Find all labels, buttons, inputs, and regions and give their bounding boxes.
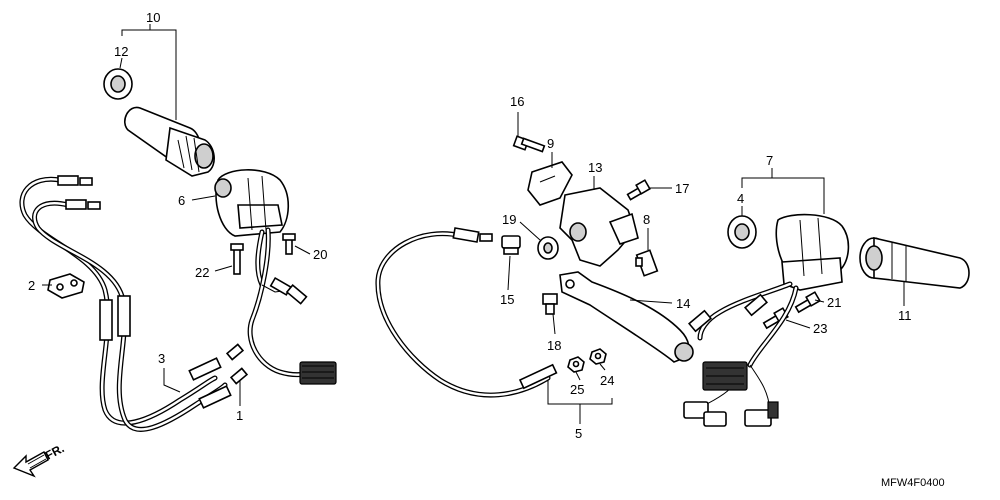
- cable-adjuster-nut: [501, 235, 521, 255]
- connector: [285, 284, 308, 305]
- callout-6: 6: [178, 193, 185, 208]
- pivot-bolt: [542, 293, 558, 315]
- cable-sleeve: [99, 299, 113, 341]
- callout-23: 23: [813, 321, 827, 336]
- nut: [589, 348, 607, 365]
- callout-14: 14: [676, 296, 690, 311]
- clutch-lever: [559, 271, 694, 363]
- left-switch-wiring: [683, 281, 799, 427]
- callout-7: 7: [766, 153, 773, 168]
- cable-clip: [47, 273, 85, 299]
- callout-12: 12: [114, 44, 128, 59]
- screw: [794, 291, 821, 314]
- cable-end-fitting: [57, 175, 79, 186]
- throttle-grip: [124, 106, 215, 177]
- callout-5: 5: [575, 426, 582, 441]
- lever-adjuster: [537, 236, 559, 260]
- washer: [567, 356, 585, 373]
- cable-sleeve: [117, 295, 131, 337]
- throttle-cables: [19, 175, 249, 432]
- connector: [687, 309, 713, 333]
- cable-end-fitting: [229, 367, 249, 385]
- cable-adjuster: [198, 385, 232, 409]
- lever-bracket: [559, 187, 639, 267]
- connector: [767, 401, 779, 419]
- housing-seal: [727, 215, 757, 249]
- cable-adjuster: [518, 363, 558, 390]
- cable-end-fitting: [225, 343, 245, 361]
- cable-end-fitting: [65, 199, 87, 210]
- callout-21: 21: [827, 295, 841, 310]
- connector: [744, 409, 772, 427]
- cable-end-fitting: [479, 233, 493, 242]
- cable-adjuster: [188, 357, 222, 381]
- callout-3: 3: [158, 351, 165, 366]
- holder-bolt: [512, 135, 546, 153]
- callout-10: 10: [146, 10, 160, 25]
- handlebar-grip: [859, 236, 970, 289]
- right-switch-wiring: [247, 227, 337, 385]
- connector: [683, 401, 709, 419]
- callout-17: 17: [675, 181, 689, 196]
- callout-16: 16: [510, 94, 524, 109]
- callout-2: 2: [28, 278, 35, 293]
- callout-18: 18: [547, 338, 561, 353]
- grip-seal-ring: [103, 68, 133, 100]
- callout-20: 20: [313, 247, 327, 262]
- cable-end-fitting: [79, 177, 93, 186]
- cable-end-fitting: [452, 227, 480, 243]
- callout-24: 24: [600, 373, 614, 388]
- lever-holder-clamp: [527, 161, 573, 206]
- screw: [282, 233, 296, 255]
- callout-11: 11: [898, 308, 912, 323]
- switch-housing-left: [775, 213, 850, 291]
- clutch-switch: [635, 249, 659, 277]
- callout-13: 13: [588, 160, 602, 175]
- front-direction-arrow: FR.: [12, 441, 66, 478]
- callout-15: 15: [500, 292, 514, 307]
- callout-25: 25: [570, 382, 584, 397]
- clutch-cable: [375, 227, 558, 398]
- callout-1: 1: [236, 408, 243, 423]
- connector: [703, 411, 727, 427]
- callout-4: 4: [737, 191, 744, 206]
- diagram-code: MFW4F0400: [881, 477, 945, 489]
- cable-end-fitting: [87, 201, 101, 210]
- switch-connector: [299, 361, 337, 385]
- callout-9: 9: [547, 136, 554, 151]
- switch-housing-right: [214, 169, 290, 237]
- connector: [743, 293, 769, 317]
- callout-19: 19: [502, 212, 516, 227]
- callout-22: 22: [195, 265, 209, 280]
- callout-8: 8: [643, 212, 650, 227]
- screw: [230, 243, 244, 275]
- screw: [626, 179, 651, 201]
- leader-lines: [42, 24, 905, 424]
